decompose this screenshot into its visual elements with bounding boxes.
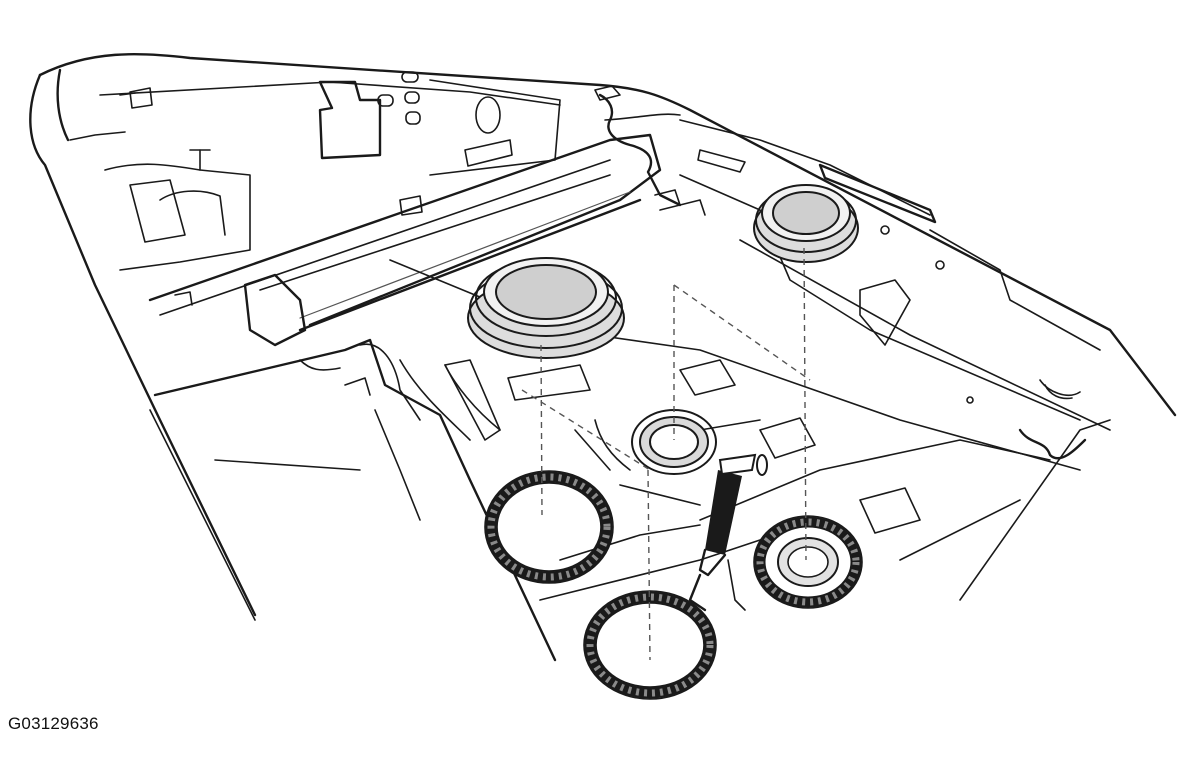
lower-right-grommet-seal <box>753 515 863 609</box>
right-access-cover-seal <box>753 184 859 263</box>
lock-ring-tool <box>688 453 768 612</box>
left-lock-ring <box>484 470 614 584</box>
large-access-cover-seal <box>467 257 625 359</box>
middle-grommet-seal <box>631 409 717 475</box>
fuel-tank-seal-diagram <box>29 52 1177 700</box>
body-panel-outline <box>29 52 1177 662</box>
figure-id-label: G03129636 <box>8 714 99 733</box>
alignment-guide-lines <box>521 247 811 661</box>
